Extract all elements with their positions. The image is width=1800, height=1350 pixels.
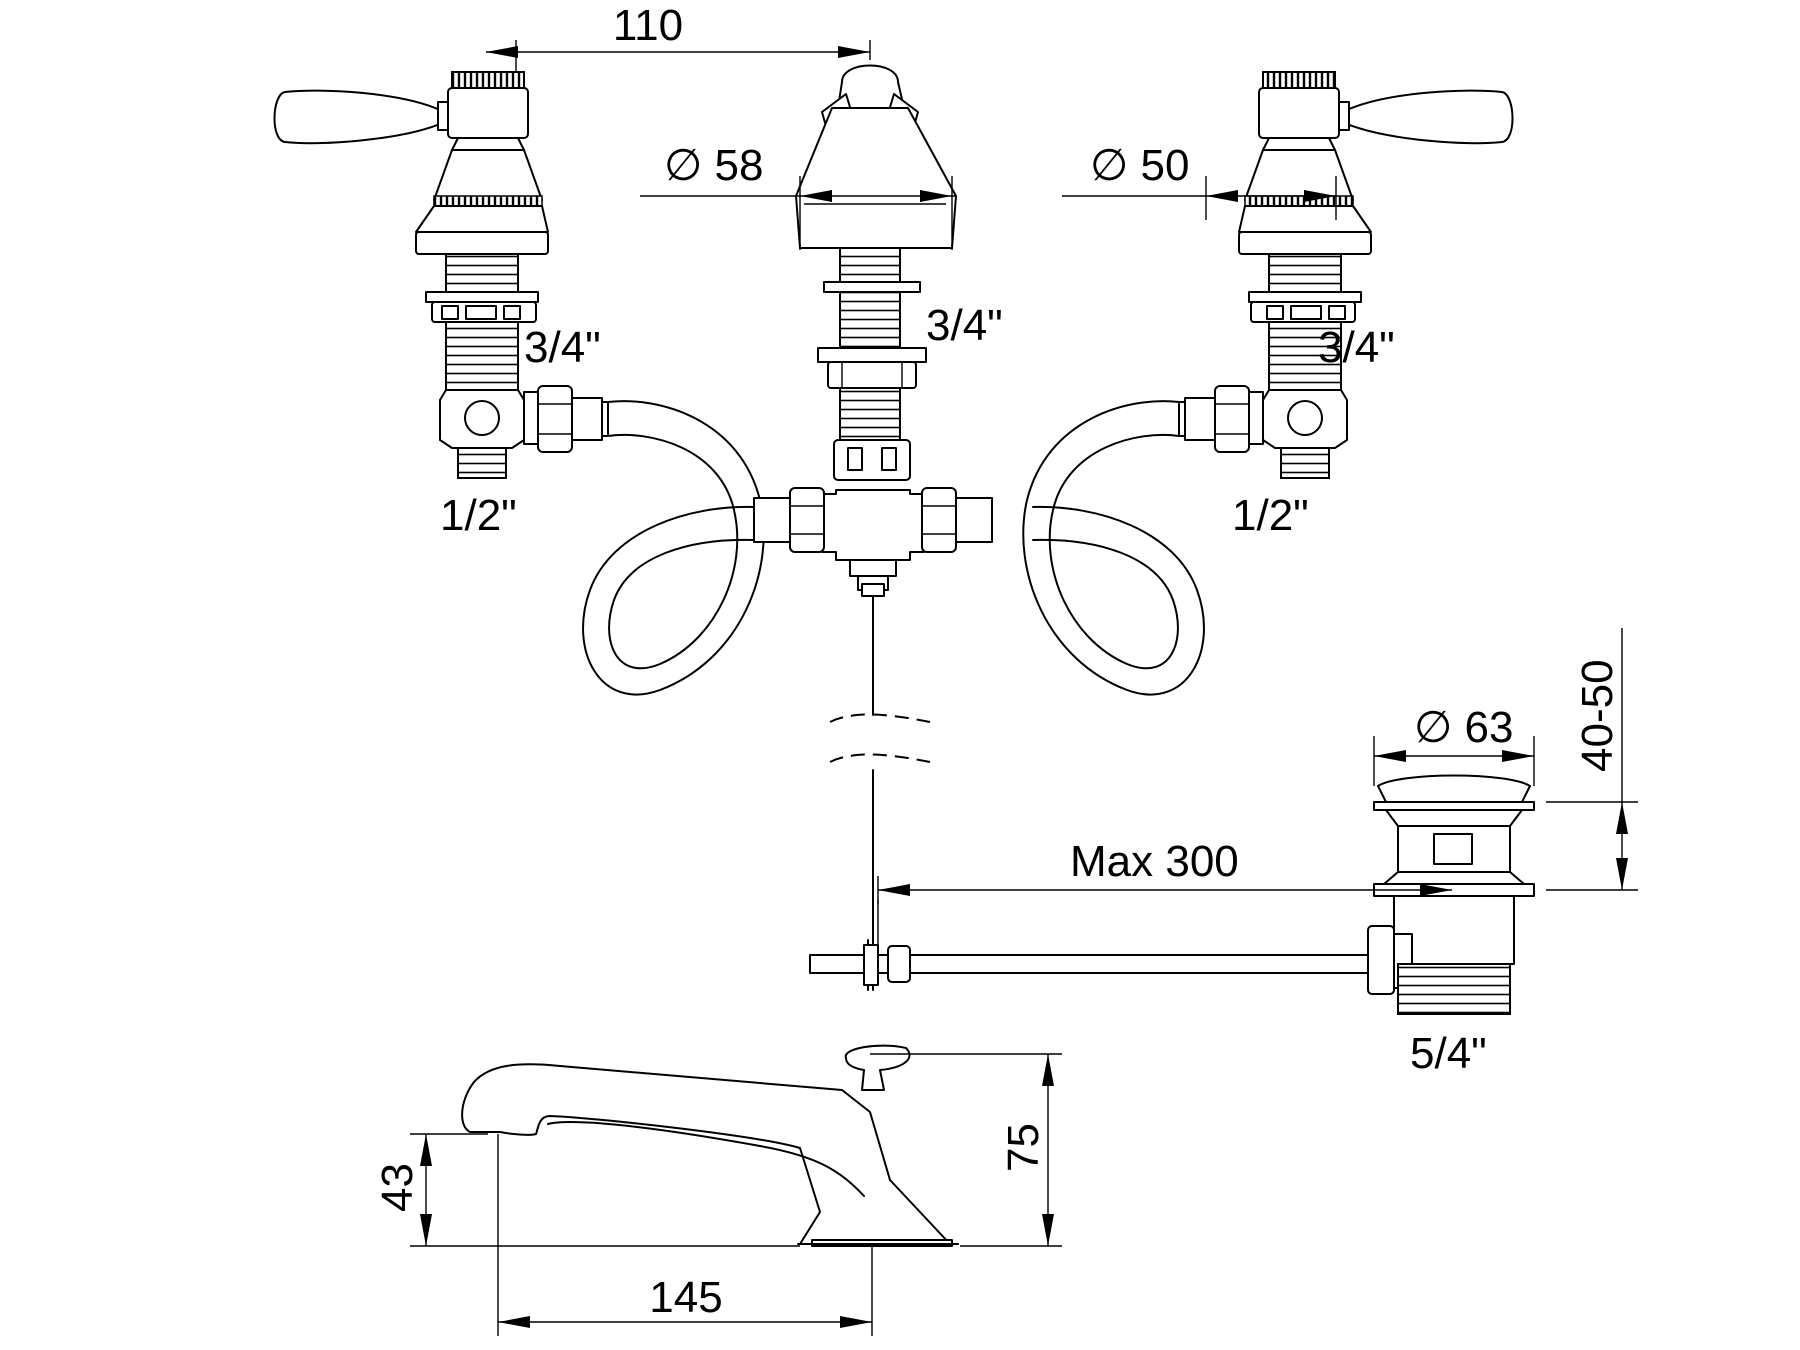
waste-pivot-nut xyxy=(1367,925,1395,995)
dim-spout-spacing xyxy=(486,40,871,72)
label-waste-diameter: ∅ 63 xyxy=(1414,703,1514,752)
dim-waste-diameter xyxy=(1373,736,1535,786)
label-total-height: 75 xyxy=(999,1123,1048,1172)
tee-right-sleeve xyxy=(955,497,993,543)
spout-shank-nut xyxy=(833,439,911,481)
label-projection: 145 xyxy=(649,1273,722,1322)
right-flex-hose xyxy=(1022,400,1205,696)
waste-assembly xyxy=(1367,774,1535,1015)
left-valve xyxy=(273,71,609,479)
left-valve-body xyxy=(433,149,543,201)
label-max-distance: Max 300 xyxy=(1070,837,1239,886)
label-spout-spacing: 110 xyxy=(613,1,683,50)
linkage-clamp xyxy=(887,945,911,983)
spout-thread-lower xyxy=(839,387,901,441)
side-spout xyxy=(461,1063,951,1245)
label-handle-diameter: ∅ 50 xyxy=(1090,141,1190,190)
popup-linkage xyxy=(809,944,1369,986)
tee-bottom-outlet xyxy=(849,559,897,577)
left-inlet-thread xyxy=(457,447,507,479)
left-knurled-cap xyxy=(451,71,525,89)
spout-washer xyxy=(817,347,927,363)
waste-cap-rim xyxy=(1373,801,1535,811)
label-left-inlet: 1/2" xyxy=(440,491,517,540)
tee-left-sleeve xyxy=(753,497,791,543)
right-valve xyxy=(1178,71,1514,479)
left-flex-hose xyxy=(582,400,765,696)
dim-spout-height xyxy=(410,1133,800,1247)
dim-projection xyxy=(497,1134,873,1336)
dim-waste-height xyxy=(1546,628,1638,891)
label-outlet-thread: 5/4" xyxy=(1410,1029,1487,1078)
linkage-rod xyxy=(809,954,1369,974)
waste-plug-cap xyxy=(1377,774,1531,803)
dim-max-distance xyxy=(877,876,1452,904)
label-right-inlet: 1/2" xyxy=(1232,491,1309,540)
dim-spout-diameter xyxy=(640,176,956,250)
left-compression-nut xyxy=(537,385,573,453)
tee-body xyxy=(821,489,925,561)
left-flange xyxy=(415,231,549,255)
spout-assembly xyxy=(753,64,993,597)
tee-left-nut xyxy=(789,487,825,553)
waste-outlet-thread xyxy=(1397,963,1511,1015)
popup-rod xyxy=(829,595,931,991)
label-spout-height: 43 xyxy=(373,1163,422,1212)
spout-locknut xyxy=(827,361,917,389)
spout-body xyxy=(795,107,957,249)
left-elbow-port xyxy=(464,400,500,436)
label-spout-thread: 3/4" xyxy=(926,301,1003,350)
side-view xyxy=(461,1044,959,1247)
tee-right-nut xyxy=(921,487,957,553)
dim-handle-diameter xyxy=(1062,176,1337,220)
left-lever-handle xyxy=(273,89,441,145)
left-thread-lower xyxy=(445,321,519,391)
waste-tail xyxy=(1393,895,1515,965)
side-handle-knob xyxy=(844,1044,911,1091)
label-right-thread: 3/4" xyxy=(1318,323,1395,372)
label-left-thread: 3/4" xyxy=(524,323,601,372)
dim-total-height xyxy=(870,1053,1062,1247)
label-waste-height: 40-50 xyxy=(1573,659,1622,772)
label-spout-diameter: ∅ 58 xyxy=(664,141,764,190)
left-handle-head xyxy=(447,87,529,139)
